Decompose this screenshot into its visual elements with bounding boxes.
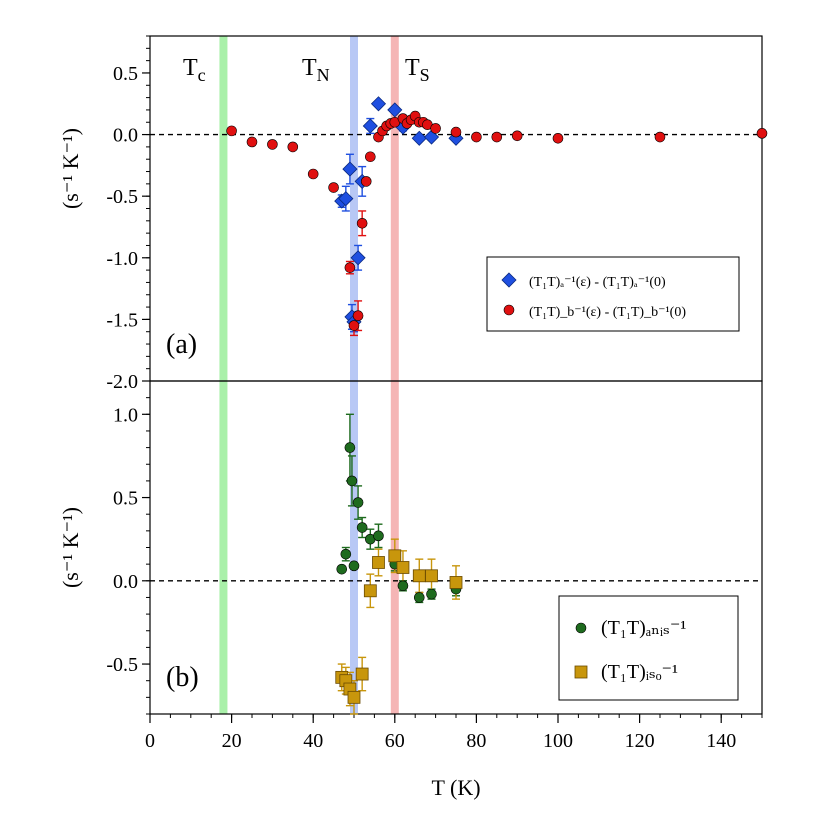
transition-label-n: TN: [302, 55, 330, 85]
y-tick-label: 0.5: [113, 488, 138, 510]
x-tick-label: 80: [466, 730, 486, 752]
data-point: [356, 217, 368, 229]
x-tick-label: 120: [625, 730, 655, 752]
transition-band-c: [219, 36, 228, 714]
data-point: [756, 128, 768, 139]
data-point: [397, 580, 409, 592]
data-point: [449, 576, 463, 589]
transition-label-s: TS: [405, 55, 430, 85]
data-point: [344, 442, 356, 453]
y-axis-title: (s⁻¹ K⁻¹): [58, 128, 83, 209]
data-point: [396, 561, 410, 574]
data-point: [491, 131, 503, 143]
x-tick-label: 0: [145, 730, 155, 752]
y-tick-label: -1.0: [106, 248, 138, 270]
data-point: [340, 548, 352, 560]
data-point: [347, 690, 361, 704]
data-point: [307, 168, 319, 180]
data-point: [355, 667, 369, 681]
data-point: [226, 125, 237, 137]
data-point: [338, 191, 354, 207]
transition-band-s: [390, 36, 399, 714]
legend-label: (T₁T)ᵢₛₒ⁻¹: [601, 661, 678, 683]
legend-box: [558, 595, 739, 701]
data-point: [425, 569, 438, 583]
x-tick-label: 60: [385, 730, 405, 752]
data-point: [346, 475, 358, 487]
panel-label: (a): [166, 329, 197, 360]
data-point: [348, 560, 360, 572]
text-labels: 0.5 0.0 -0.5 -1.0 -1.5 -2.0 (s⁻¹ K⁻¹) (a) 1.0 0.5…: [58, 55, 736, 800]
data-point: [450, 126, 462, 138]
data-point: [356, 522, 368, 533]
data-point: [362, 118, 378, 134]
transition-label-c: Tc: [183, 55, 206, 85]
data-point: [411, 130, 427, 146]
data-point: [426, 588, 437, 600]
x-tick-label: 40: [303, 730, 323, 752]
data-point: [267, 139, 278, 150]
data-point: [328, 182, 339, 193]
data-point: [348, 320, 360, 331]
data-point: [430, 123, 441, 134]
legend-label: (T₁T)ₐₙᵢₛ⁻¹: [601, 617, 686, 639]
data-point: [552, 132, 564, 144]
y-tick-label: -1.5: [106, 309, 138, 331]
legend-box: [486, 256, 740, 332]
data-point: [360, 176, 372, 187]
data-point: [372, 556, 385, 569]
y-tick-label: 0.0: [113, 125, 138, 147]
axis-ticks: [142, 35, 763, 723]
data-point: [365, 151, 376, 163]
legend-label: (T₁T)ₐ⁻¹(ε) - (T₁T)ₐ⁻¹(0): [529, 275, 666, 290]
y-tick-label: 1.0: [113, 404, 138, 426]
data-point: [412, 569, 426, 583]
data-point: [370, 96, 387, 112]
transition-bands: [219, 36, 399, 714]
y-axis-title: (s⁻¹ K⁻¹): [58, 507, 83, 588]
zero-reference-lines: [150, 133, 762, 582]
legends: (T₁T)ₐ⁻¹(ε) - (T₁T)ₐ⁻¹(0) (T₁T)_b⁻¹(ε) - …: [486, 256, 740, 701]
data-point: [373, 530, 384, 542]
data-point: [388, 549, 402, 563]
data-point: [511, 130, 523, 142]
data-point: [471, 131, 482, 143]
legend-marker: [574, 665, 588, 679]
data-point: [352, 310, 364, 321]
legend-marker: [575, 622, 587, 634]
data-point: [287, 141, 299, 153]
x-axis-title: T (K): [431, 775, 480, 800]
data-point: [413, 592, 425, 603]
data-point: [336, 563, 348, 575]
x-tick-label: 140: [706, 730, 736, 752]
y-tick-label: -0.5: [106, 654, 138, 676]
y-tick-label: 0.0: [113, 571, 138, 593]
data-point: [350, 250, 366, 266]
data-point: [342, 161, 358, 177]
legend-marker: [503, 304, 515, 316]
legend-label: (T₁T)_b⁻¹(ε) - (T₁T)_b⁻¹(0): [529, 305, 686, 320]
data-point: [352, 497, 364, 508]
transition-band-n: [350, 36, 358, 714]
data-point: [363, 584, 377, 598]
data-point: [387, 102, 403, 118]
data-point: [246, 136, 258, 148]
y-tick-label: -0.5: [106, 186, 138, 208]
data-markers: [226, 96, 768, 704]
y-tick-label: 0.5: [113, 63, 138, 85]
x-tick-label: 20: [222, 730, 242, 752]
panel-label: (b): [166, 662, 199, 693]
legend-marker: [501, 272, 517, 288]
data-point: [344, 262, 356, 273]
y-tick-label: -2.0: [106, 371, 138, 393]
x-tick-label: 100: [543, 730, 573, 752]
data-point: [654, 131, 666, 143]
